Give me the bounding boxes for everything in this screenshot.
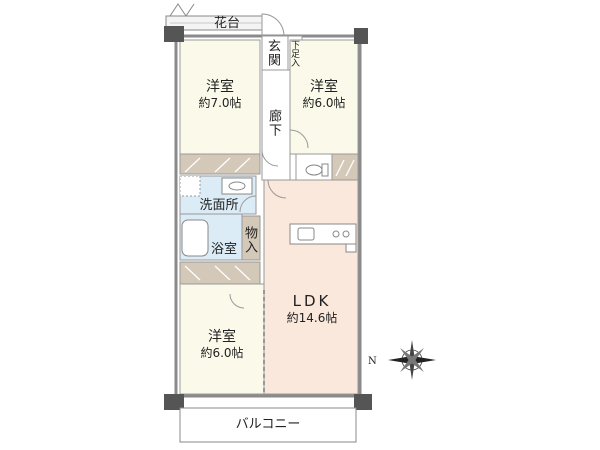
stove-icon — [332, 230, 340, 238]
door-swings — [229, 129, 309, 309]
storage-label: 物入 — [242, 226, 257, 254]
wall-pillars — [164, 26, 372, 410]
western-room-3-label: 洋室 — [208, 329, 236, 345]
toilet-icon — [305, 164, 323, 176]
hallway-label: 廊下 — [266, 109, 281, 137]
entrance-label: 玄関 — [265, 39, 280, 67]
compass-north-label: N — [368, 356, 377, 367]
balcony-label: バルコニー — [235, 417, 301, 432]
ldk-label: LDK — [292, 292, 332, 310]
entrance-door — [261, 13, 285, 37]
storage-floor — [241, 215, 261, 261]
western-room-1-floor — [179, 39, 261, 155]
balcony-floor — [179, 407, 357, 443]
shoe-storage-label: 下足入 — [289, 39, 299, 67]
western-room-2-label: 洋室 — [310, 79, 338, 95]
ldk-size: 約14.6帖 — [286, 311, 338, 325]
kitchen-sink-icon — [297, 227, 315, 241]
western-room-2-size: 約6.0帖 — [302, 96, 346, 110]
flower-bed-label: 花台 — [213, 16, 240, 31]
washroom-label: 洗面所 — [199, 198, 239, 213]
bathroom-label: 浴室 — [210, 242, 237, 257]
closet-1 — [179, 153, 261, 175]
closet-2 — [331, 153, 359, 181]
ldk-floor — [263, 179, 359, 395]
compass-icon — [388, 340, 436, 380]
western-room-3-size: 約6.0帖 — [200, 346, 244, 360]
bathtub-icon — [181, 219, 209, 257]
washer-space — [179, 175, 201, 197]
western-room-1-label: 洋室 — [206, 79, 234, 95]
western-room-1-size: 約7.0帖 — [198, 96, 242, 110]
